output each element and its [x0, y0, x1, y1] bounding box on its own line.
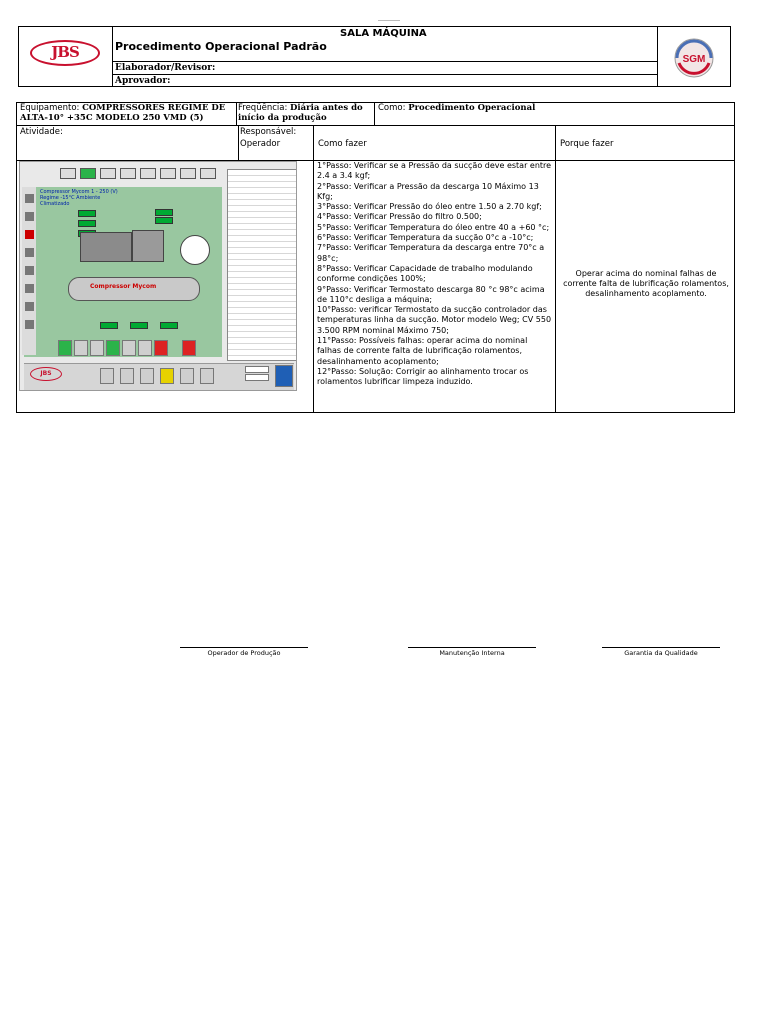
step-item: 7°Passo: Verificar Temperatura da descar… — [317, 243, 545, 263]
compressor-hmi-screenshot: Compressor Mycom 1 - 250 (V) Regime -15°… — [19, 161, 297, 391]
porque-fazer-text: Operar acima do nominal falhas de corren… — [563, 269, 729, 298]
step-item: 3°Passo: Verificar Pressão do óleo entre… — [317, 202, 542, 212]
signature-line-manutencao — [408, 647, 536, 648]
step-item: 9°Passo: Verificar Termostato descarga 8… — [317, 284, 545, 304]
steps-list: 1°Passo: Verificar se a Pressão da sucçã… — [317, 161, 553, 388]
como-cell: Como: Procedimento Operacional — [378, 103, 536, 113]
signature-line-garantia — [602, 647, 720, 648]
responsavel-value: Operador — [240, 139, 281, 149]
equipamento-cell: Equipamento: COMPRESSORES REGIME DE ALTA… — [20, 103, 226, 123]
step-item: 2°Passo: Verificar a Pressão da descarga… — [317, 181, 539, 201]
procedure-title: Procedimento Operacional Padrão — [115, 40, 327, 53]
step-item: 5°Passo: Verificar Temperatura do óleo e… — [317, 222, 550, 232]
step-item: 10°Passo: verificar Termostato da sucção… — [317, 305, 552, 335]
signature-operador: Operador de Produção — [207, 649, 281, 657]
aprovador-label: Aprovador: — [115, 76, 171, 86]
step-item: 12°Passo: Solução: Corrigir ao alinhamen… — [317, 366, 529, 387]
signature-line-operador — [180, 647, 308, 648]
elaborador-label: Elaborador/Revisor: — [115, 63, 216, 73]
frequencia-cell: Freqüência: Diária antes do início da pr… — [238, 103, 363, 123]
step-item: 6°Passo: Verificar Temperatura da sucção… — [317, 233, 534, 243]
step-item: 1°Passo: Verificar se a Pressão da sucçã… — [317, 161, 552, 181]
header-table — [18, 26, 731, 87]
procedure-table — [16, 102, 735, 413]
step-item: 11°Passo: Possíveis falhas: operar acima… — [317, 336, 528, 366]
signature-manutencao: Manutenção Interna — [439, 649, 505, 657]
como-fazer-header: Como fazer — [318, 139, 367, 149]
step-item: 4°Passo: Verificar Pressão do filtro 0.5… — [317, 212, 482, 222]
hmi-title: Compressor Mycom 1 - 250 (V) Regime -15°… — [40, 189, 118, 207]
signature-garantia: Garantia da Qualidade — [624, 649, 698, 657]
sgm-logo: SGM — [674, 38, 714, 78]
porque-fazer-header: Porque fazer — [560, 139, 614, 149]
hmi-tank-label: Compressor Mycom — [90, 283, 157, 290]
page-title: SALA MÁQUINA — [340, 28, 427, 39]
hmi-jbs-logo: JBS — [30, 367, 62, 381]
sgm-logo-text: SGM — [683, 54, 706, 65]
atividade-header: Atividade: — [20, 127, 63, 137]
jbs-logo: JBS — [30, 40, 102, 68]
step-item: 8°Passo: Verificar Capacidade de trabalh… — [317, 263, 533, 284]
top-rule — [378, 20, 400, 21]
responsavel-header: Responsável: — [240, 127, 297, 137]
